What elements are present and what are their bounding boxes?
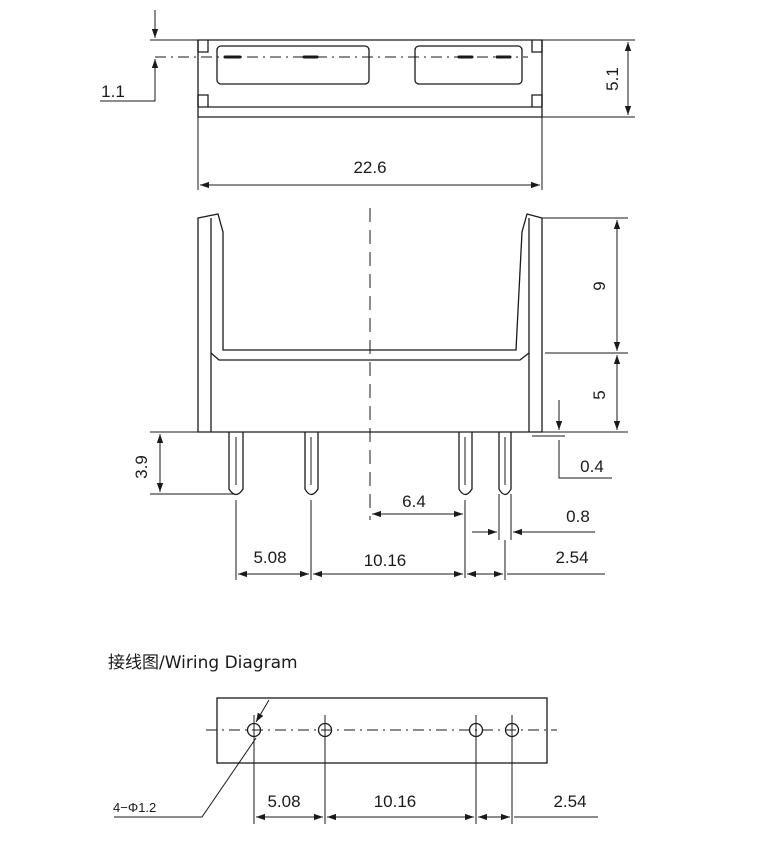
label-pitch-2: 10.16 [364, 551, 407, 570]
label-pitch-1: 5.08 [253, 548, 286, 567]
label-base-gap: 0.4 [580, 457, 604, 476]
side-view: 9 5 0.4 3.9 6.4 0 [132, 208, 628, 580]
label-wiring-pitch-2: 10.16 [374, 792, 417, 811]
dimension-base-gap-0-4: 0.4 [532, 400, 612, 479]
label-pitch-3: 2.54 [555, 548, 588, 567]
pin-4 [498, 432, 512, 496]
dimension-pin-width-0-8: 0.8 [472, 494, 595, 540]
wiring-pitch-row: 5.08 10.16 2.54 [253, 737, 598, 824]
hole-callout: 4−Φ1.2 [113, 699, 270, 818]
wiring-diagram-title: 接线图/Wiring Diagram [108, 653, 298, 673]
label-lower-height: 5 [590, 390, 609, 399]
dimension-center-offset-6-4: 6.4 [372, 492, 466, 578]
pin-3 [458, 432, 473, 496]
label-width: 22.6 [353, 158, 386, 177]
dimension-pin-pitch-row: 5.08 10.16 2.54 [235, 500, 605, 580]
dimension-upper-9: 9 [542, 217, 628, 354]
label-wiring-pitch-3: 2.54 [553, 792, 586, 811]
top-view-window-left [216, 45, 370, 85]
wiring-outline [216, 697, 548, 764]
pin-1 [228, 432, 244, 496]
label-upper-height: 9 [590, 281, 609, 290]
side-view-body [197, 213, 543, 433]
label-center-offset: 6.4 [402, 492, 426, 511]
top-view-outline [197, 39, 543, 118]
label-pin-length: 3.9 [132, 455, 151, 479]
label-height: 5.1 [603, 67, 622, 91]
dimension-width-22-6: 22.6 [197, 117, 543, 190]
dimension-pin-length-3-9: 3.9 [132, 431, 235, 495]
wiring-diagram: 接线图/Wiring Diagram 4−Φ1.2 [108, 653, 598, 824]
dimension-lower-5: 5 [542, 355, 628, 433]
dimension-height-5-1: 5.1 [542, 39, 635, 118]
side-view-pins [228, 432, 512, 496]
label-pin-width: 0.8 [566, 507, 590, 526]
top-view: 22.6 5.1 1.1 [100, 10, 635, 190]
label-hole-callout: 4−Φ1.2 [113, 800, 156, 815]
label-offset: 1.1 [101, 82, 125, 101]
top-view-window-right [414, 45, 523, 85]
label-wiring-pitch-1: 5.08 [267, 792, 300, 811]
dimension-offset-1-1: 1.1 [100, 10, 198, 102]
pin-2 [304, 432, 319, 496]
